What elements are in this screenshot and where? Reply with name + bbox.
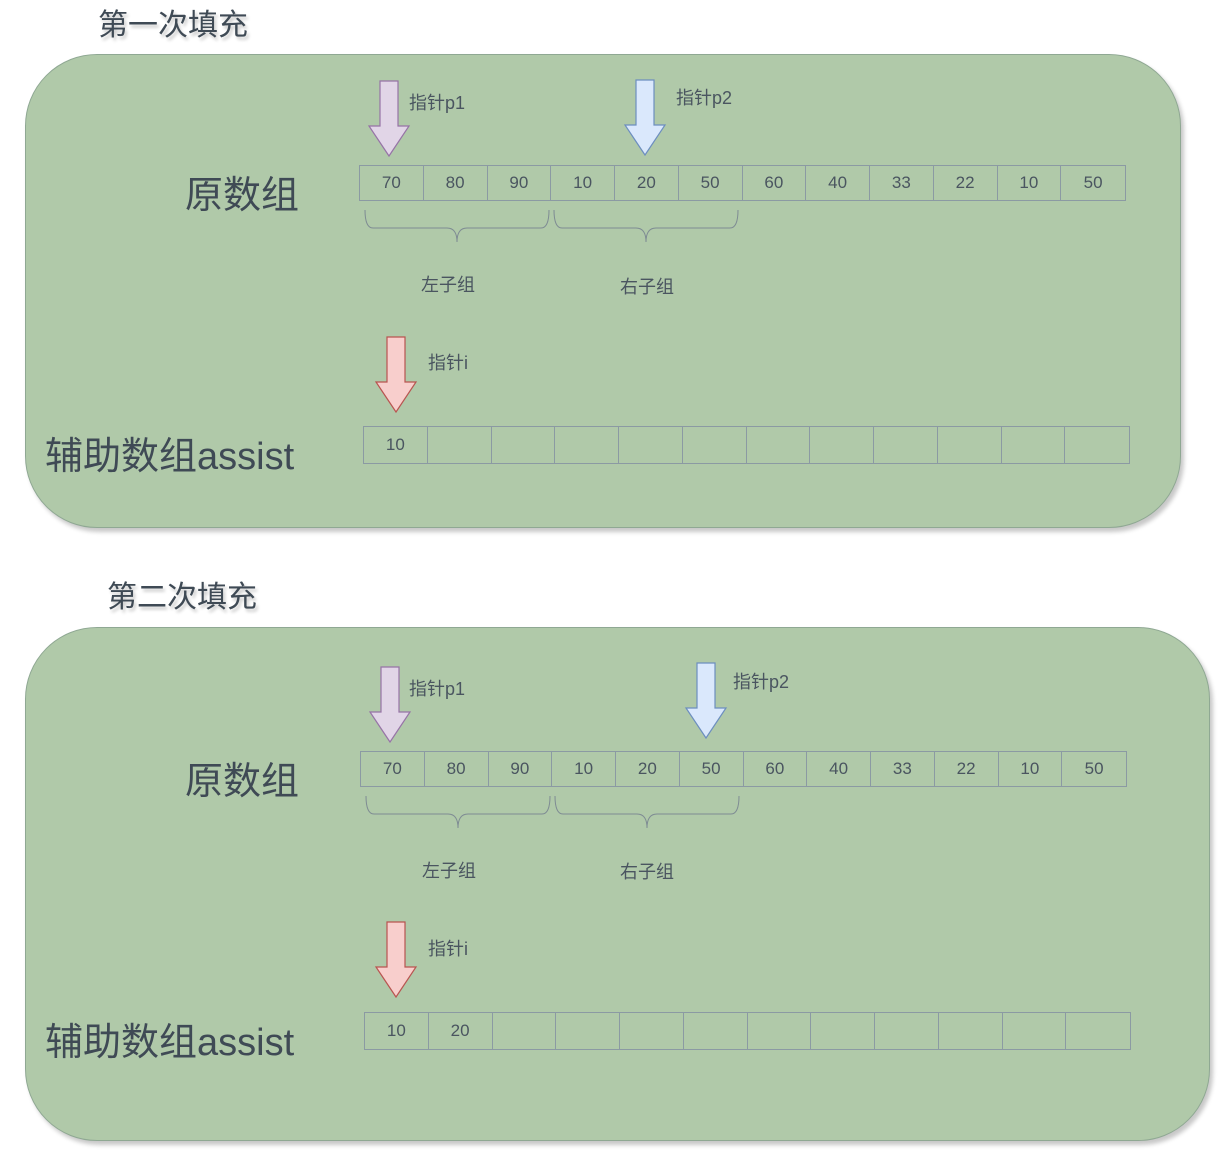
assist-cell bbox=[683, 427, 747, 463]
assist-cell: 20 bbox=[429, 1013, 493, 1049]
assist-cell bbox=[810, 427, 874, 463]
left-group-label: 左子组 bbox=[421, 275, 475, 295]
pointer-p1-label: 指针p1 bbox=[409, 679, 466, 699]
pointer-p2-arrow bbox=[684, 662, 728, 740]
assist-cell bbox=[492, 427, 556, 463]
array-cell: 22 bbox=[934, 166, 998, 200]
array-cell: 50 bbox=[1084, 759, 1104, 778]
array-cell: 33 bbox=[871, 752, 935, 786]
assist-cell bbox=[938, 427, 1002, 463]
array-cell: 10 bbox=[998, 166, 1062, 200]
assist-cell bbox=[1065, 427, 1129, 463]
pointer-p1-label: 指针p1 bbox=[409, 93, 466, 113]
pointer-p2-arrow bbox=[623, 79, 667, 157]
pointer-i-label: 指针i bbox=[428, 939, 468, 959]
assist-cell bbox=[556, 1013, 620, 1049]
assist-cell bbox=[493, 1013, 557, 1049]
pointer-i-arrow bbox=[374, 336, 418, 414]
array-cell: 20 bbox=[615, 166, 679, 200]
assist-cell: 10 bbox=[364, 427, 428, 463]
assist-cell bbox=[874, 427, 938, 463]
array-cell: 10 bbox=[999, 752, 1063, 786]
step-2-panel bbox=[25, 627, 1210, 1141]
array-cell: 40 bbox=[806, 166, 870, 200]
assist-cell bbox=[748, 1013, 812, 1049]
pointer-p1-arrow bbox=[367, 80, 411, 158]
array-cell: 70 bbox=[361, 752, 425, 786]
right-group-label: 右子组 bbox=[620, 277, 674, 297]
pointer-i-label: 指针i bbox=[428, 353, 468, 373]
pointer-i-arrow bbox=[374, 921, 418, 999]
array-cell: 80 bbox=[424, 166, 488, 200]
step-2-title: 第二次填充 bbox=[107, 581, 257, 614]
assist-cell bbox=[1066, 1013, 1130, 1049]
array-cell: 50 bbox=[679, 166, 743, 200]
assist-array-label: 辅助数组assist bbox=[45, 1022, 295, 1064]
array-cell: 22 bbox=[935, 752, 999, 786]
array-cell: 10 bbox=[552, 752, 616, 786]
original-array: 70 80 90 10 20 50 60 40 33 22 10 50 bbox=[360, 751, 1127, 787]
assist-cell bbox=[620, 1013, 684, 1049]
assist-cell bbox=[939, 1013, 1003, 1049]
array-cell: 10 bbox=[551, 166, 615, 200]
assist-cell bbox=[747, 427, 811, 463]
assist-cell bbox=[619, 427, 683, 463]
array-cell: 60 bbox=[743, 166, 807, 200]
array-cell: 60 bbox=[744, 752, 808, 786]
pointer-p2-label: 指针p2 bbox=[676, 88, 733, 108]
assist-array-label: 辅助数组assist bbox=[45, 436, 295, 478]
original-array-label: 原数组 bbox=[185, 175, 300, 217]
array-cell: 70 bbox=[360, 166, 424, 200]
array-cell: 90 bbox=[488, 166, 552, 200]
step-1-title: 第一次填充 bbox=[98, 9, 248, 42]
step-1-panel bbox=[25, 54, 1181, 528]
array-cell: 50 bbox=[680, 752, 744, 786]
assist-array: 10 20 bbox=[364, 1012, 1131, 1050]
assist-cell bbox=[875, 1013, 939, 1049]
pointer-p1-arrow bbox=[368, 666, 412, 744]
array-cell: 50 bbox=[1083, 173, 1103, 192]
assist-cell bbox=[428, 427, 492, 463]
right-group-label: 右子组 bbox=[620, 862, 674, 882]
assist-cell: 10 bbox=[365, 1013, 429, 1049]
assist-cell bbox=[811, 1013, 875, 1049]
array-cell: 33 bbox=[870, 166, 934, 200]
original-array-label: 原数组 bbox=[185, 761, 300, 803]
original-array: 70 80 90 10 20 50 60 40 33 22 10 50 bbox=[359, 165, 1126, 201]
array-cell: 20 bbox=[616, 752, 680, 786]
assist-array: 10 bbox=[363, 426, 1130, 464]
assist-cell bbox=[1002, 427, 1066, 463]
array-cell: 90 bbox=[489, 752, 553, 786]
right-group-brace bbox=[554, 795, 740, 829]
assist-cell bbox=[1003, 1013, 1067, 1049]
array-cell: 40 bbox=[807, 752, 871, 786]
left-group-brace bbox=[365, 795, 551, 829]
assist-cell bbox=[684, 1013, 748, 1049]
left-group-brace bbox=[364, 209, 550, 243]
right-group-brace bbox=[553, 209, 739, 243]
assist-cell bbox=[555, 427, 619, 463]
left-group-label: 左子组 bbox=[422, 861, 476, 881]
array-cell: 80 bbox=[425, 752, 489, 786]
pointer-p2-label: 指针p2 bbox=[733, 672, 790, 692]
